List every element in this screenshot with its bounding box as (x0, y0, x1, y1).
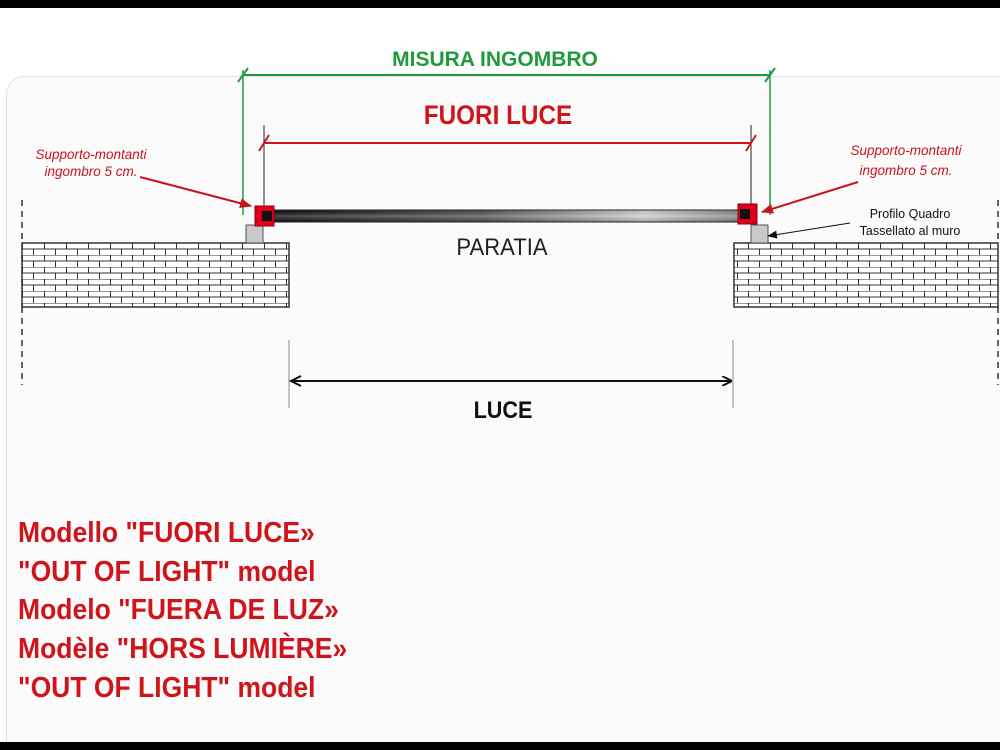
overall-dimension-label: MISURA INGOMBRO (392, 48, 598, 71)
left-support-block (254, 205, 275, 227)
right-callout-line-2: ingombro 5 cm. (859, 163, 952, 178)
profile-callout-line-2: Tassellato al muro (860, 224, 961, 238)
opening-label: LUCE (474, 396, 533, 423)
drawing-sheet: MISURA INGOMBRO FUORI LUCE (0, 8, 1000, 742)
outside-opening-label: FUORI LUCE (424, 101, 572, 130)
profile-callout-line-1: Profilo Quadro (870, 207, 951, 221)
right-callout-arrow (761, 181, 859, 214)
left-callout-line-2: ingombro 5 cm. (44, 164, 137, 179)
left-profile (245, 224, 264, 244)
caption-line-french: Modèle "HORS LUMIÈRE» (18, 633, 348, 666)
right-callout-line-1: Supporto-montanti (850, 143, 962, 158)
installation-diagram: MISURA INGOMBRO FUORI LUCE (21, 48, 999, 423)
caption-line-english-repeat: "OUT OF LIGHT" model (18, 671, 316, 704)
caption-line-english: "OUT OF LIGHT" model (18, 555, 316, 588)
panel-label: PARATIA (456, 233, 548, 260)
right-support-block (737, 203, 758, 225)
left-callout-arrow (139, 176, 252, 209)
left-wall (21, 200, 290, 385)
left-callout-line-1: Supporto-montanti (35, 147, 147, 162)
opening-dimension: LUCE (288, 340, 734, 423)
panel (271, 209, 739, 223)
outside-opening-dimension: FUORI LUCE (258, 101, 757, 212)
profile-callout: Profilo Quadro Tassellato al muro (767, 207, 961, 239)
caption-line-italian: Modello "FUORI LUCE» (18, 517, 315, 549)
left-support-callout: Supporto-montanti ingombro 5 cm. (35, 147, 252, 209)
profile-callout-arrow (767, 222, 851, 239)
right-wall (733, 200, 999, 385)
drawing-panel (6, 76, 1000, 742)
overall-dimension: MISURA INGOMBRO (237, 48, 776, 215)
model-caption: Modello "FUORI LUCE» "OUT OF LIGHT" mode… (18, 514, 347, 708)
caption-line-spanish: Modelo "FUERA DE LUZ» (18, 594, 339, 627)
right-profile (750, 224, 769, 244)
right-support-callout: Supporto-montanti ingombro 5 cm. (761, 143, 963, 214)
